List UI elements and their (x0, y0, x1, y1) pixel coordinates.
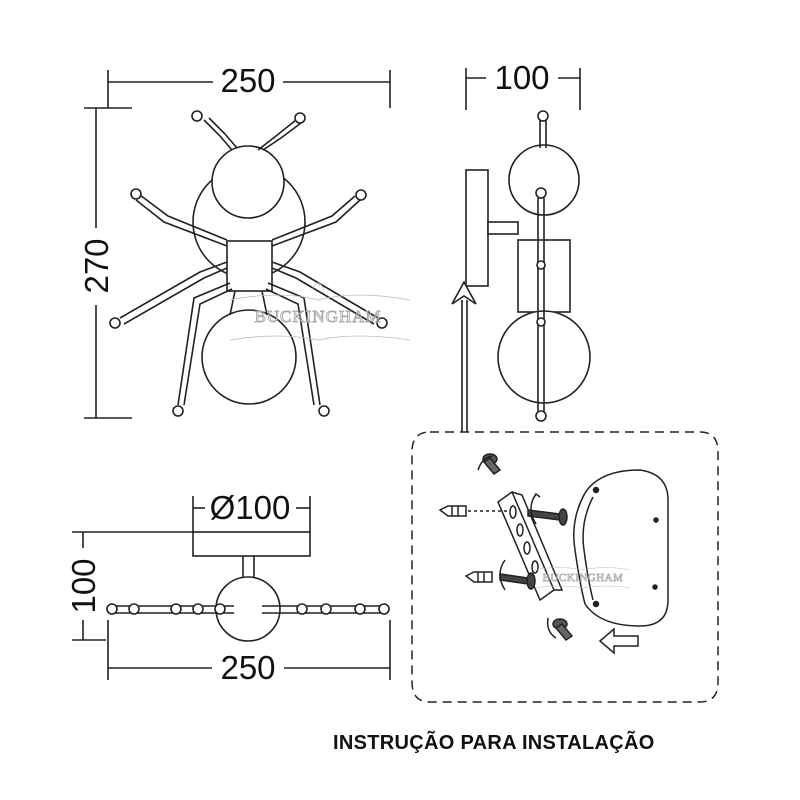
watermark-detail: BUCKINGHAM (534, 567, 631, 589)
installation-frame (411, 431, 719, 703)
side-depth-dimension (465, 68, 581, 110)
side-arm (487, 221, 519, 235)
front-socket (226, 240, 273, 292)
screw-upper-small (477, 453, 502, 475)
top-width-label: 250 (220, 649, 275, 686)
front-legs (109, 188, 388, 417)
top-base-plate (192, 531, 311, 557)
front-head (211, 145, 285, 219)
wall-anchor-top (438, 505, 510, 517)
screw-bottom (499, 559, 536, 591)
front-width-dimension (107, 70, 391, 108)
ring-mount (573, 469, 669, 627)
side-depth-label: 100 (494, 59, 549, 96)
front-width-label: 250 (220, 62, 275, 99)
wall-anchor-bottom (464, 571, 493, 583)
installation-detail (411, 431, 719, 703)
front-height-dimension (84, 107, 132, 419)
mounting-bracket (497, 490, 564, 602)
top-height-label: 100 (65, 558, 102, 613)
insertion-arrow (598, 627, 639, 655)
screw-top (527, 492, 568, 526)
top-view (72, 496, 391, 680)
front-view (84, 70, 391, 419)
watermark-brand-detail: BUCKINGHAM (543, 572, 624, 584)
screw-lower-small (546, 617, 574, 641)
top-legs (106, 603, 390, 615)
watermark-brand-front: BUCKINGHAM (254, 307, 381, 326)
top-height-dimension (72, 531, 193, 641)
installation-caption: INSTRUÇÃO PARA INSTALAÇÃO (333, 732, 655, 754)
watermark-front: BUCKINGHAM (229, 282, 411, 341)
top-width-dimension (107, 620, 391, 680)
front-bulb (201, 309, 297, 405)
side-view (451, 68, 591, 432)
side-wall-plate (465, 169, 489, 287)
top-diameter-label: Ø100 (210, 489, 291, 526)
front-antennae (191, 110, 306, 151)
front-height-label: 270 (78, 238, 115, 293)
top-diameter-dimension (192, 496, 311, 532)
